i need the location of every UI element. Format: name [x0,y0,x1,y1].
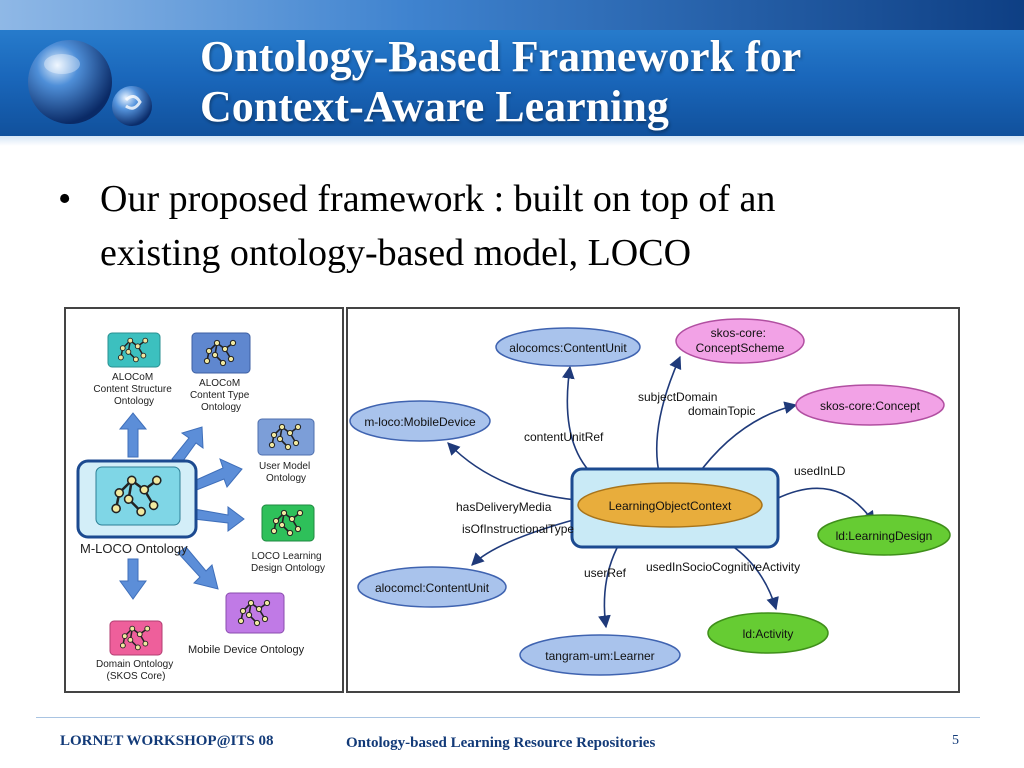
edge-label-has-delivery-media: hasDeliveryMedia [456,500,552,514]
bullet-line-2: existing ontology-based model, LOCO [100,232,692,274]
node-concept-scheme [675,318,805,364]
node-alocomcl-content-unit-label: alocomcl:ContentUnit [375,581,490,595]
node-mobile-device-label: m-loco:MobileDevice [364,415,476,429]
globe-logo-icon [28,40,152,126]
edge-label-subject-domain: subjectDomain [638,390,717,404]
alocom-type-tile [191,332,251,374]
footer-divider [36,717,980,718]
title-line-1: Ontology-Based Framework for [200,32,802,81]
bullet-text: Our proposed framework : built on top of… [100,172,960,280]
node-learning-object-context-label: LearningObjectContext [609,499,732,513]
bullet-marker: • [58,178,72,220]
footer-talk-title: Ontology-based Learning Resource Reposit… [346,735,656,751]
ontology-stack-diagram: ALOCoM Content Structure Ontology ALOCoM… [64,307,344,693]
edge-label-used-in-ld: usedInLD [794,464,846,478]
edge-content-unit-ref [562,365,601,482]
ontology-stack-svg: ALOCoM Content Structure Ontology ALOCoM… [76,332,325,682]
mloco-label: M-LOCO Ontology [80,541,188,556]
edge-label-used-in-socio: usedInSocioCognitiveActivity [646,560,800,574]
node-learner-label: tangram-um:Learner [545,649,654,663]
node-concept [795,384,945,426]
node-learning-design-label: ld:LearningDesign [836,529,933,543]
title-line-2: Context-Aware Learning [200,82,669,131]
alocom-type-label: ALOCoM Content Type Ontology [190,378,252,413]
edge-label-instructional-type: isOfInstructionalType [462,522,574,536]
mloco-tile [95,466,181,526]
edge-label-user-ref: userRef [584,566,627,580]
page-number: 5 [952,733,959,748]
node-learning-object-context [577,482,763,528]
user-model-label: User Model Ontology [259,461,313,484]
node-content-unit-label: alocomcs:ContentUnit [509,341,627,355]
node-concept-label: skos-core:Concept [820,399,921,413]
node-learner [519,634,681,676]
node-concept-scheme-label: skos-core: ConceptScheme [696,326,785,355]
node-learning-design [817,514,951,556]
loco-learning-tile [261,504,315,542]
alocom-structure-label: ALOCoM Content Structure Ontology [93,372,174,407]
edge-label-domain-topic: domainTopic [688,404,755,418]
edge-subject-domain [655,355,682,478]
loco-learning-label: LOCO Learning Design Ontology [251,551,325,574]
slide-title: Ontology-Based Framework for Context-Awa… [200,32,801,132]
user-model-tile [257,418,315,456]
context-model-svg: alocomcs:ContentUnit skos-core: ConceptS… [349,318,951,676]
node-mobile-device [349,400,491,442]
bullet-line-1: Our proposed framework : built on top of… [100,178,776,220]
edge-label-content-unit-ref: contentUnitRef [524,430,604,444]
node-activity-label: ld:Activity [743,627,794,641]
edge-domain-topic [695,401,798,478]
mobile-device-label: Mobile Device Ontology [188,644,305,656]
alocom-structure-tile [107,332,161,368]
footer-event: LORNET WORKSHOP@ITS 08 [60,733,274,749]
header-bottom-fade [0,136,1024,146]
context-model-diagram: alocomcs:ContentUnit skos-core: ConceptS… [346,307,960,693]
mobile-device-tile [225,592,285,634]
edge-used-in-ld [775,487,875,525]
node-activity [707,612,829,654]
node-alocomcl-content-unit [357,566,507,608]
header-top-stripe [0,0,1024,30]
domain-ontology-label: Domain Ontology (SKOS Core) [96,659,176,682]
node-content-unit [495,327,641,367]
domain-ontology-tile [109,620,163,656]
edge-has-delivery-media [447,442,589,502]
dependency-arrows [118,412,245,600]
